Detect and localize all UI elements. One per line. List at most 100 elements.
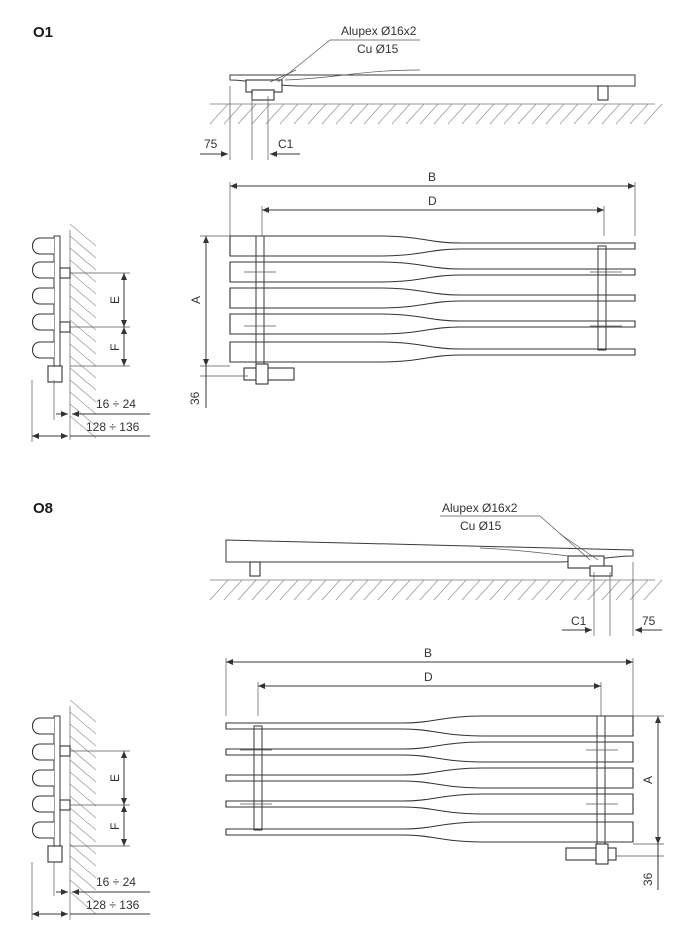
hatch-line (405, 579, 425, 601)
hatch-line (209, 579, 229, 601)
hatch-line (433, 103, 453, 125)
o8-dim-e: E (108, 774, 122, 782)
hatch-line (321, 579, 341, 601)
hatch-line (69, 271, 97, 295)
hatch-line (335, 579, 355, 601)
hatch-line (559, 103, 579, 125)
o1-dim-depth2: 128 ÷ 136 (86, 420, 140, 434)
hatch-line (69, 415, 97, 439)
o8-dim-36: 36 (641, 872, 655, 886)
hatch-line (391, 579, 411, 601)
hatch-line (69, 867, 97, 891)
hatch-line (69, 855, 97, 879)
radiator-bar (225, 715, 634, 737)
hatch-line (587, 103, 607, 125)
o8-dim-d: D (424, 670, 433, 684)
hatch-line (349, 103, 369, 125)
o1-dim-75: 75 (204, 137, 218, 151)
hatch-line (69, 699, 97, 723)
o8-side-bars (31, 717, 54, 839)
hatch-line (279, 579, 299, 601)
o1-floor-hatch (209, 103, 663, 125)
o1-side-collector (53, 235, 61, 367)
hatch-line (643, 579, 663, 601)
o8-vertical-pipe-left (253, 725, 263, 831)
o1-dim-36: 36 (188, 391, 202, 405)
hatch-line (69, 795, 97, 819)
o1-side-view: E F 16 ÷ 24 128 ÷ 136 (31, 223, 150, 442)
hatch-line (643, 103, 663, 125)
o8-dim-f: F (108, 823, 122, 830)
hatch-line (419, 103, 439, 125)
radiator-bar (225, 767, 634, 789)
hatch-line (517, 103, 537, 125)
o8-dim-a: A (641, 776, 655, 784)
o1-side-bracket-1 (59, 267, 71, 279)
hatch-line (69, 343, 97, 367)
hatch-line (69, 355, 97, 379)
hatch-line (69, 735, 97, 759)
hatch-line (69, 723, 97, 747)
hatch-line (559, 579, 579, 601)
side-bar-profile (31, 717, 54, 735)
o1-wall-bracket (597, 85, 609, 101)
hatch-line (377, 579, 397, 601)
hatch-line (447, 579, 467, 601)
o1-side-bracket-2 (59, 321, 71, 333)
hatch-line (461, 103, 481, 125)
section-o8: C1 75 Alupex Ø16x2 Cu Ø15 B D (31, 501, 664, 920)
o1-dim-b: B (428, 170, 436, 184)
side-bar-profile (31, 341, 54, 359)
hatch-line (545, 579, 565, 601)
hatch-line (69, 759, 97, 783)
hatch-line (69, 295, 97, 319)
hatch-line (69, 331, 97, 355)
hatch-line (531, 103, 551, 125)
hatch-line (461, 579, 481, 601)
radiator-bar (225, 741, 634, 763)
o1-top-bar (229, 74, 636, 87)
hatch-line (251, 103, 271, 125)
hatch-line (517, 579, 537, 601)
hatch-line (433, 579, 453, 601)
o8-side-collector (53, 715, 61, 847)
hatch-line (405, 103, 425, 125)
o1-top-twist (284, 69, 421, 81)
hatch-line (307, 103, 327, 125)
hatch-line (69, 367, 97, 391)
hatch-line (391, 103, 411, 125)
hatch-line (209, 103, 229, 125)
hatch-line (475, 579, 495, 601)
radiator-bar (229, 287, 636, 309)
hatch-line (69, 711, 97, 735)
o1-leader-1 (269, 69, 297, 83)
hatch-line (475, 103, 495, 125)
side-bar-profile (31, 743, 54, 761)
o8-floor-hatch (209, 579, 663, 601)
hatch-line (69, 283, 97, 307)
hatch-line (363, 103, 383, 125)
hatch-line (349, 579, 369, 601)
o1-vertical-pipe-right (597, 245, 607, 351)
hatch-line (69, 771, 97, 795)
o8-front-valve-nut (595, 843, 609, 865)
hatch-line (265, 103, 285, 125)
side-bar-profile (31, 237, 54, 255)
o1-top-view: 75 C1 Alupex Ø16x2 Cu Ø15 (200, 24, 663, 160)
side-bar-profile (31, 261, 54, 279)
o8-leader-2 (559, 533, 599, 561)
side-bar-profile (31, 821, 54, 839)
hatch-line (601, 103, 621, 125)
hatch-line (503, 103, 523, 125)
hatch-line (629, 103, 649, 125)
radiator-bar (229, 341, 636, 363)
hatch-line (69, 307, 97, 331)
hatch-line (69, 259, 97, 283)
o1-radiator-bars (229, 235, 636, 363)
hatch-line (69, 807, 97, 831)
o1-dim-e: E (108, 296, 122, 304)
hatch-line (69, 747, 97, 771)
hatch-line (69, 879, 97, 903)
o1-leader-2 (277, 39, 331, 83)
hatch-line (69, 891, 97, 915)
